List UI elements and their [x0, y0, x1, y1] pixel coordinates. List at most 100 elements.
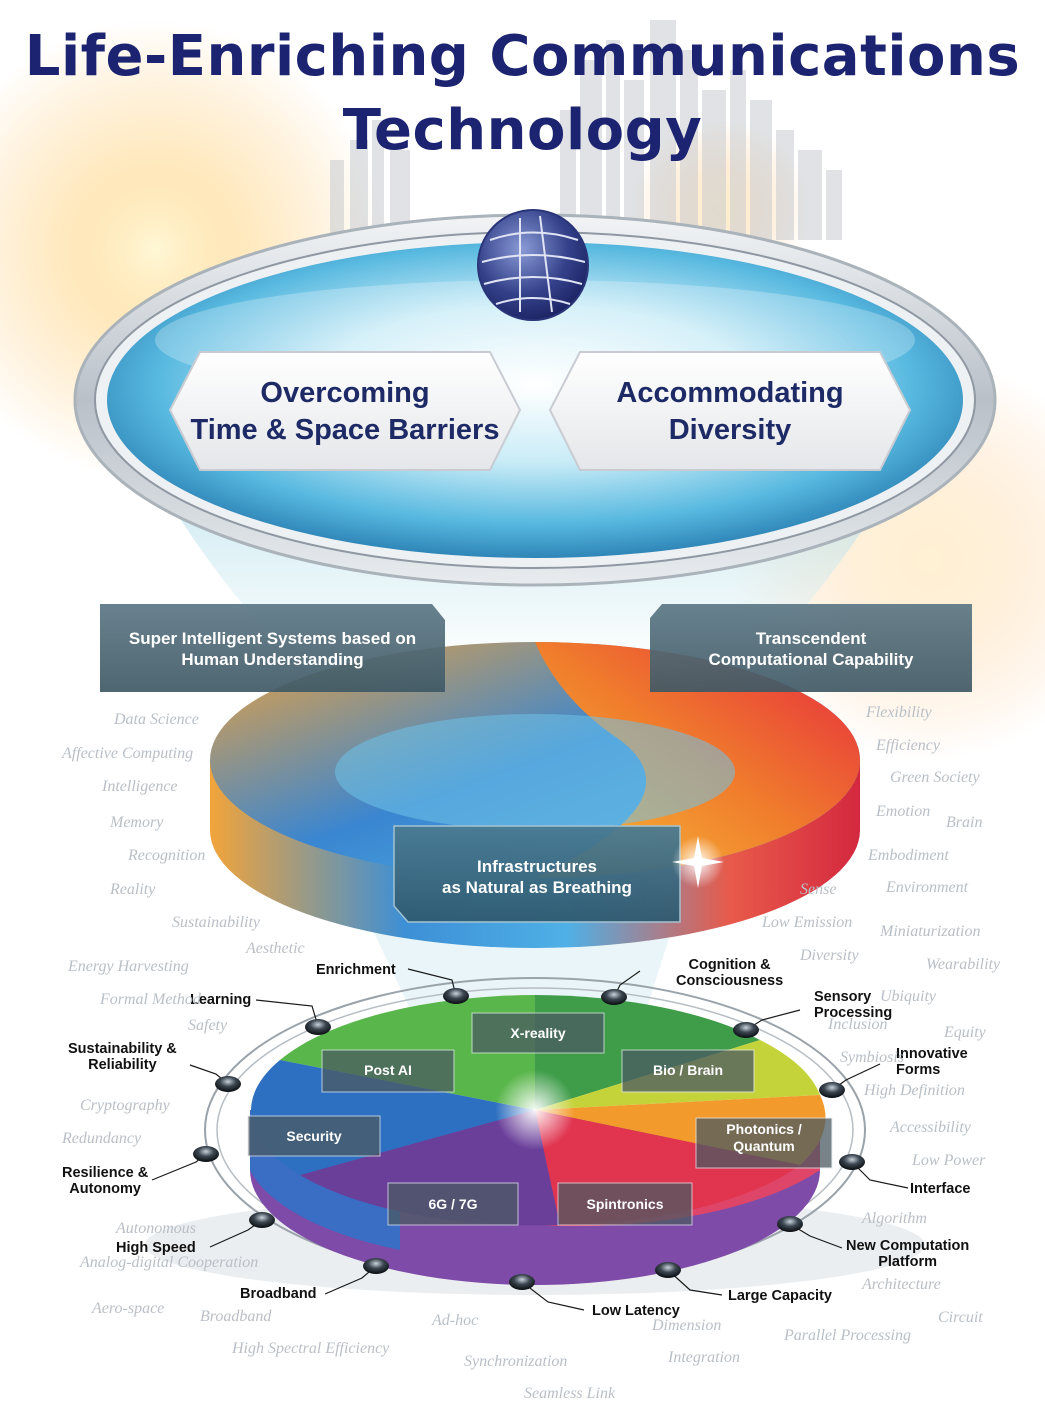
bg-word: Circuit	[938, 1309, 983, 1326]
panel-right-text: Accommodating Diversity	[550, 375, 910, 449]
panel-right-shape	[548, 351, 912, 471]
bg-word: High Definition	[864, 1082, 965, 1099]
bg-word: Affective Computing	[62, 745, 194, 762]
box-center-shape	[393, 825, 681, 923]
bg-word: Seamless Link	[524, 1385, 616, 1402]
node-innovative-line1: Innovative	[896, 1046, 968, 1062]
panel-left-line1: Overcoming	[260, 377, 430, 409]
node-interface-label: Interface	[910, 1181, 971, 1197]
bg-word: Safety	[188, 1017, 228, 1034]
bg-word: Architecture	[862, 1276, 941, 1293]
bg-word: Cryptography	[80, 1097, 170, 1114]
bg-word: Flexibility	[866, 704, 932, 721]
bg-word: Algorithm	[862, 1210, 927, 1227]
bg-word: Wearability	[926, 956, 1001, 973]
box-left-text: Super Intelligent Systems based on Human…	[100, 628, 445, 670]
node-sensory-line1: Sensory	[814, 989, 872, 1005]
sector-bio-brain-label: Bio / Brain	[652, 1062, 723, 1078]
box-left-line2: Human Understanding	[181, 650, 364, 669]
node-resilience-label: Resilience & Autonomy	[62, 1165, 148, 1197]
bg-word: Low Emission	[762, 914, 853, 931]
panel-left-text: Overcoming Time & Space Barriers	[170, 375, 520, 449]
bg-word: Broadband	[200, 1308, 272, 1325]
node-low-latency-label: Low Latency	[592, 1303, 680, 1319]
bg-word: Reality	[110, 881, 156, 898]
sector-6g7g-label: 6G / 7G	[428, 1196, 478, 1212]
node-resilience-line1: Resilience &	[62, 1165, 149, 1181]
bg-word: Symbiosis	[840, 1049, 904, 1066]
sector-plates	[247, 1012, 833, 1226]
sector-photonics-label: Photonics / Quantum	[696, 1121, 832, 1155]
node-resilience-line2: Autonomy	[69, 1181, 141, 1197]
bg-word: Formal Method	[100, 991, 201, 1008]
bg-word: Brain	[946, 814, 983, 831]
bg-word: Parallel Processing	[784, 1327, 911, 1344]
bg-word: Redundancy	[62, 1130, 142, 1147]
box-right-line2: Computational Capability	[708, 650, 914, 669]
sector-photonics-line1: Photonics /	[726, 1121, 802, 1137]
box-left-shape	[100, 604, 445, 692]
node-sustainability-line2: Reliability	[88, 1057, 157, 1073]
box-right-text: Transcendent Computational Capability	[650, 628, 972, 670]
sparkle-icon	[672, 836, 724, 888]
panel-left-line2: Time & Space Barriers	[190, 414, 500, 446]
bg-word: Embodiment	[868, 847, 949, 864]
page-title-line2: Technology	[342, 98, 703, 163]
bg-word: Efficiency	[876, 737, 940, 754]
bg-word: Ubiquity	[880, 988, 936, 1005]
bg-word: Sustainability	[172, 914, 260, 931]
node-sustainability-line1: Sustainability &	[68, 1041, 177, 1057]
node-new-computation-line1: New Computation	[846, 1238, 970, 1254]
node-new-computation-label: New Computation Platform	[846, 1238, 969, 1270]
disc-hub	[495, 1070, 575, 1150]
bg-word: Energy Harvesting	[68, 958, 189, 975]
node-large-capacity-label: Large Capacity	[728, 1288, 832, 1304]
sector-post-ai-label: Post AI	[364, 1062, 412, 1078]
box-center-line2: as Natural as Breathing	[442, 878, 632, 897]
globe-emblem	[477, 209, 589, 321]
box-right-shape	[650, 604, 972, 692]
orbit-nodes	[193, 988, 865, 1290]
bg-word: Accessibility	[890, 1119, 971, 1136]
node-broadband-label: Broadband	[240, 1286, 317, 1302]
bg-word: Aero-space	[92, 1300, 165, 1317]
bg-word: Inclusion	[828, 1016, 888, 1033]
bg-word: Low Power	[912, 1152, 986, 1169]
node-cognition-label: Cognition & Consciousness	[676, 957, 783, 989]
box-left-line1: Super Intelligent Systems based on	[128, 629, 417, 648]
bg-word: Emotion	[876, 803, 931, 820]
node-high-speed-label: High Speed	[116, 1240, 196, 1256]
bg-word: Integration	[668, 1349, 740, 1366]
node-innovative-line2: Forms	[896, 1062, 941, 1078]
bg-word: High Spectral Efficiency	[232, 1340, 390, 1357]
sector-spintronics-label: Spintronics	[586, 1196, 664, 1212]
node-enrichment-label: Enrichment	[316, 962, 396, 978]
bg-word: Intelligence	[102, 778, 178, 795]
sector-photonics-line2: Quantum	[733, 1138, 795, 1154]
panel-right-line1: Accommodating	[616, 377, 844, 409]
bg-word: Miniaturization	[880, 923, 981, 940]
node-learning-label: Learning	[190, 992, 252, 1008]
bg-word: Environment	[886, 879, 969, 896]
node-cognition-line1: Cognition &	[688, 957, 771, 973]
sector-security-label: Security	[286, 1128, 342, 1144]
bg-word: Recognition	[128, 847, 206, 864]
box-right-line1: Transcendent	[755, 629, 867, 648]
node-sustainability-label: Sustainability & Reliability	[68, 1041, 177, 1073]
panel-right-line2: Diversity	[668, 414, 792, 446]
node-innovative-label: Innovative Forms	[896, 1046, 968, 1078]
bg-word: Aesthetic	[246, 940, 305, 957]
ring-inner-hole	[335, 714, 735, 830]
bg-word: Equity	[944, 1024, 986, 1041]
page-title-line1: Life-Enriching Communications	[24, 24, 1021, 89]
bg-word: Synchronization	[464, 1353, 568, 1370]
bg-word: Sense	[800, 881, 837, 898]
bg-word: Autonomous	[116, 1220, 196, 1237]
bg-word: Green Society	[890, 769, 980, 786]
city-skyline	[330, 20, 842, 240]
box-center-line1: Infrastructures	[477, 857, 597, 876]
node-cognition-line2: Consciousness	[676, 973, 784, 989]
bg-word: Data Science	[114, 711, 199, 728]
